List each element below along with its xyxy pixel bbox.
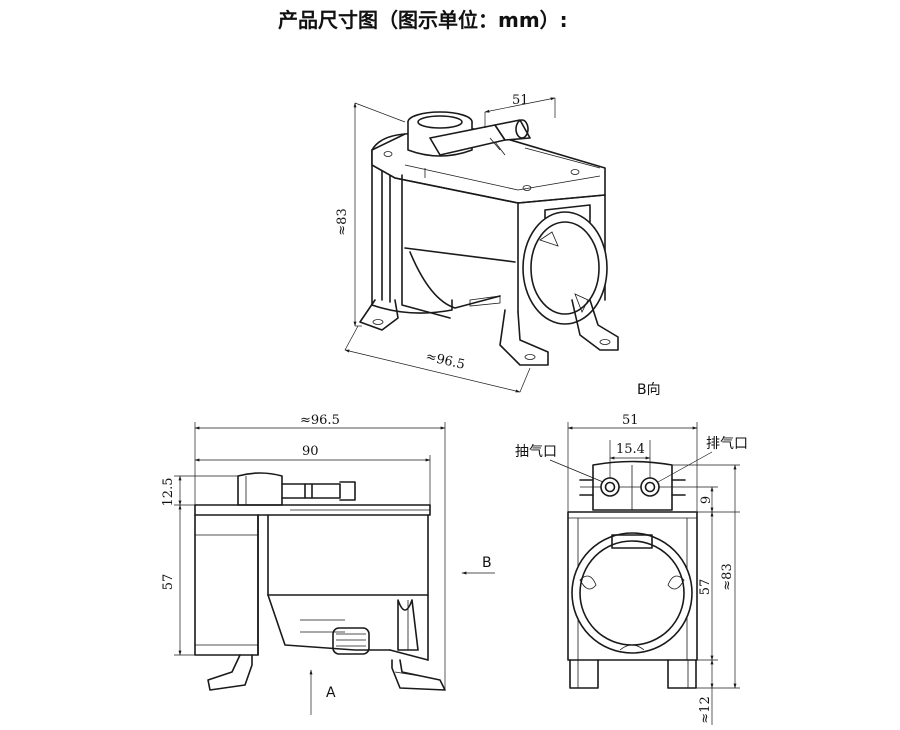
iso-length-dim: ≈96.5 — [424, 349, 466, 373]
isometric-view — [359, 111, 619, 366]
front-total-width-dim: ≈96.5 — [300, 413, 340, 428]
side-width-dim: 51 — [622, 413, 639, 428]
side-view — [567, 460, 698, 689]
drawing-title: 产品尺寸图（图示单位：mm）: — [278, 8, 568, 32]
side-port-spacing-dim: 15.4 — [616, 442, 645, 457]
front-view — [194, 472, 446, 691]
front-dimensions: ≈96.5 90 12.5 57 B A — [161, 413, 495, 715]
side-total-height-dim: ≈83 — [720, 563, 735, 590]
side-feet-height-dim: ≈12 — [698, 696, 713, 723]
exhaust-label: 排气口 — [706, 436, 748, 452]
front-body-width-dim: 90 — [302, 444, 319, 459]
iso-width-dim: 51 — [512, 93, 529, 108]
side-dimensions: B向 51 15.4 抽气口 排气口 9 57 ≈83 ≈12 — [515, 382, 748, 725]
intake-label: 抽气口 — [515, 444, 557, 460]
arrow-b-label: B — [482, 555, 492, 571]
front-top-height-dim: 12.5 — [161, 478, 176, 507]
arrow-a-label: A — [326, 685, 336, 701]
side-body-height-dim: 57 — [698, 579, 713, 596]
front-body-height-dim: 57 — [161, 574, 176, 591]
view-b-label: B向 — [637, 382, 661, 398]
iso-height-dim: ≈83 — [335, 208, 350, 235]
side-port-height-dim: 9 — [699, 496, 714, 504]
